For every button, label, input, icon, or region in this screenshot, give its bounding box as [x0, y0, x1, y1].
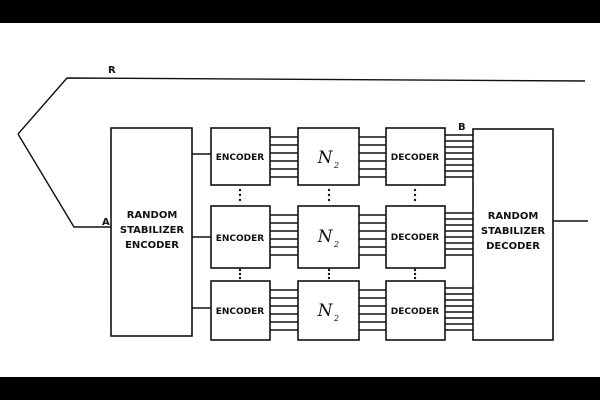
row1-decoder-label: DECODER: [391, 153, 439, 163]
row1-encoder-label: ENCODER: [216, 153, 265, 163]
row-3: ENCODER N 2 DECODER: [210, 280, 473, 341]
encoder-left-line1: RANDOM: [127, 210, 178, 221]
label-r: R: [108, 65, 116, 76]
row1-channel-box: [297, 127, 360, 186]
row3-channel-symbol: N: [317, 301, 334, 321]
row3-channel-box: [297, 280, 360, 341]
diagram-canvas: R A B RANDOM STABILIZER ENCODER RANDOM S…: [0, 23, 600, 377]
row3-channel-sub: 2: [333, 314, 339, 323]
row1-wires-c: [445, 134, 473, 178]
row2-channel-box: [297, 205, 360, 269]
ellipsis-dots: [238, 188, 417, 280]
row3-decoder-label: DECODER: [391, 307, 439, 317]
decoder-right-line3: DECODER: [486, 241, 540, 252]
row1-wires-a: [270, 136, 298, 178]
row1-decoder-box: [385, 127, 446, 186]
label-a: A: [102, 217, 110, 228]
row2-decoder-label: DECODER: [391, 233, 439, 243]
label-b: B: [458, 122, 466, 133]
row-1: ENCODER N 2 DECODER: [210, 127, 473, 186]
row2-decoder-box: [385, 205, 446, 269]
row3-wires-b: [359, 289, 386, 331]
row2-channel-sub: 2: [333, 240, 339, 249]
input-line: [17, 133, 111, 228]
row1-channel-sub: 2: [333, 161, 339, 170]
row1-channel-symbol: N: [317, 148, 334, 168]
random-stabilizer-encoder-box: [110, 127, 193, 337]
row2-wires-c: [445, 212, 473, 256]
encoder-left-line2: STABILIZER: [120, 225, 185, 236]
row2-encoder-label: ENCODER: [216, 234, 265, 244]
row2-wires-b: [359, 214, 386, 256]
diagram-svg: R A B RANDOM STABILIZER ENCODER RANDOM S…: [17, 65, 588, 341]
reference-line: [17, 77, 586, 135]
random-stabilizer-decoder-box: [472, 128, 554, 341]
encoder-left-line3: ENCODER: [125, 240, 179, 251]
row2-wires-a: [270, 214, 298, 256]
row3-decoder-box: [385, 280, 446, 341]
row2-encoder-box: [210, 205, 271, 269]
row3-wires-a: [270, 289, 298, 331]
decoder-right-line1: RANDOM: [488, 211, 539, 222]
row3-encoder-box: [210, 280, 271, 341]
row2-channel-symbol: N: [317, 227, 334, 247]
row1-wires-b: [359, 136, 386, 178]
row3-wires-c: [445, 287, 473, 331]
row-2: ENCODER N 2 DECODER: [210, 205, 473, 269]
row3-encoder-label: ENCODER: [216, 307, 265, 317]
decoder-right-line2: STABILIZER: [481, 226, 546, 237]
row1-encoder-box: [210, 127, 271, 186]
